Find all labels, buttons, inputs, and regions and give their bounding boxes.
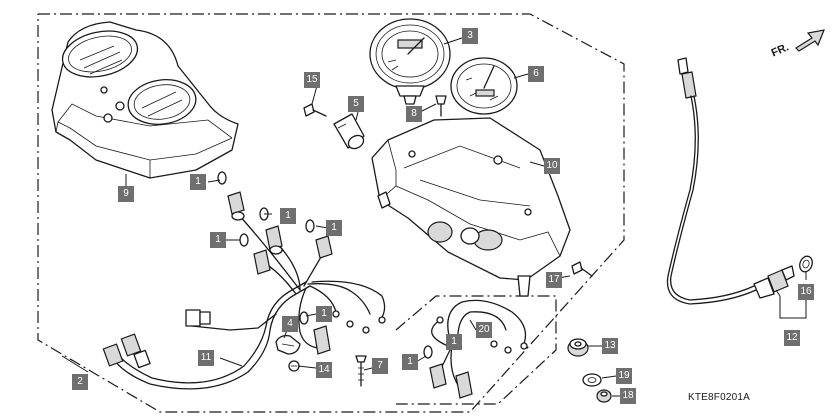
fuel-gauge [450,57,518,115]
callout-1-d: 1 [210,232,226,248]
meter-cover [51,21,239,179]
callout-7: 7 [372,358,388,374]
speedometer-cable [666,57,795,305]
screw-17 [571,261,593,277]
wire-harness [102,191,386,390]
drawing-code: KTE8F0201A [688,392,751,403]
callout-1-f: 1 [402,354,418,370]
assembly-boundary [37,13,625,413]
screw-15 [303,103,327,117]
screw-7 [355,355,367,387]
callout-1-g: 1 [446,334,462,350]
o-ring [799,255,813,273]
sub-harness [429,299,528,399]
bulbs [217,171,433,359]
callout-17: 17 [546,272,562,288]
callout-8: 8 [406,106,422,122]
callout-2: 2 [72,374,88,390]
cable-joint [333,113,365,150]
collar [582,373,602,387]
callout-14: 14 [316,362,332,378]
callout-1-c: 1 [326,220,342,236]
callout-1-e: 1 [316,306,332,322]
meter-case [371,117,571,297]
callout-5: 5 [348,96,364,112]
callout-19: 19 [616,368,632,384]
callout-16: 16 [798,284,814,300]
callout-10: 10 [544,158,560,174]
callout-3: 3 [462,28,478,44]
nut [596,389,612,403]
callout-15: 15 [304,72,320,88]
speedometer [369,18,451,105]
callout-6: 6 [528,66,544,82]
wire-clamp [275,334,301,355]
callout-1-b: 1 [280,208,296,224]
callout-18: 18 [620,388,636,404]
callout-11: 11 [198,350,214,366]
callout-1-a: 1 [190,174,206,190]
callout-13: 13 [602,338,618,354]
screw-8 [435,95,447,117]
callout-12: 12 [784,330,800,346]
screw-14 [288,360,300,372]
callout-20: 20 [476,322,492,338]
sub-assembly-boundary [395,295,557,405]
callout-9: 9 [118,186,134,202]
grommet [567,338,589,357]
front-direction-arrow [795,29,825,52]
callout-4: 4 [282,316,298,332]
